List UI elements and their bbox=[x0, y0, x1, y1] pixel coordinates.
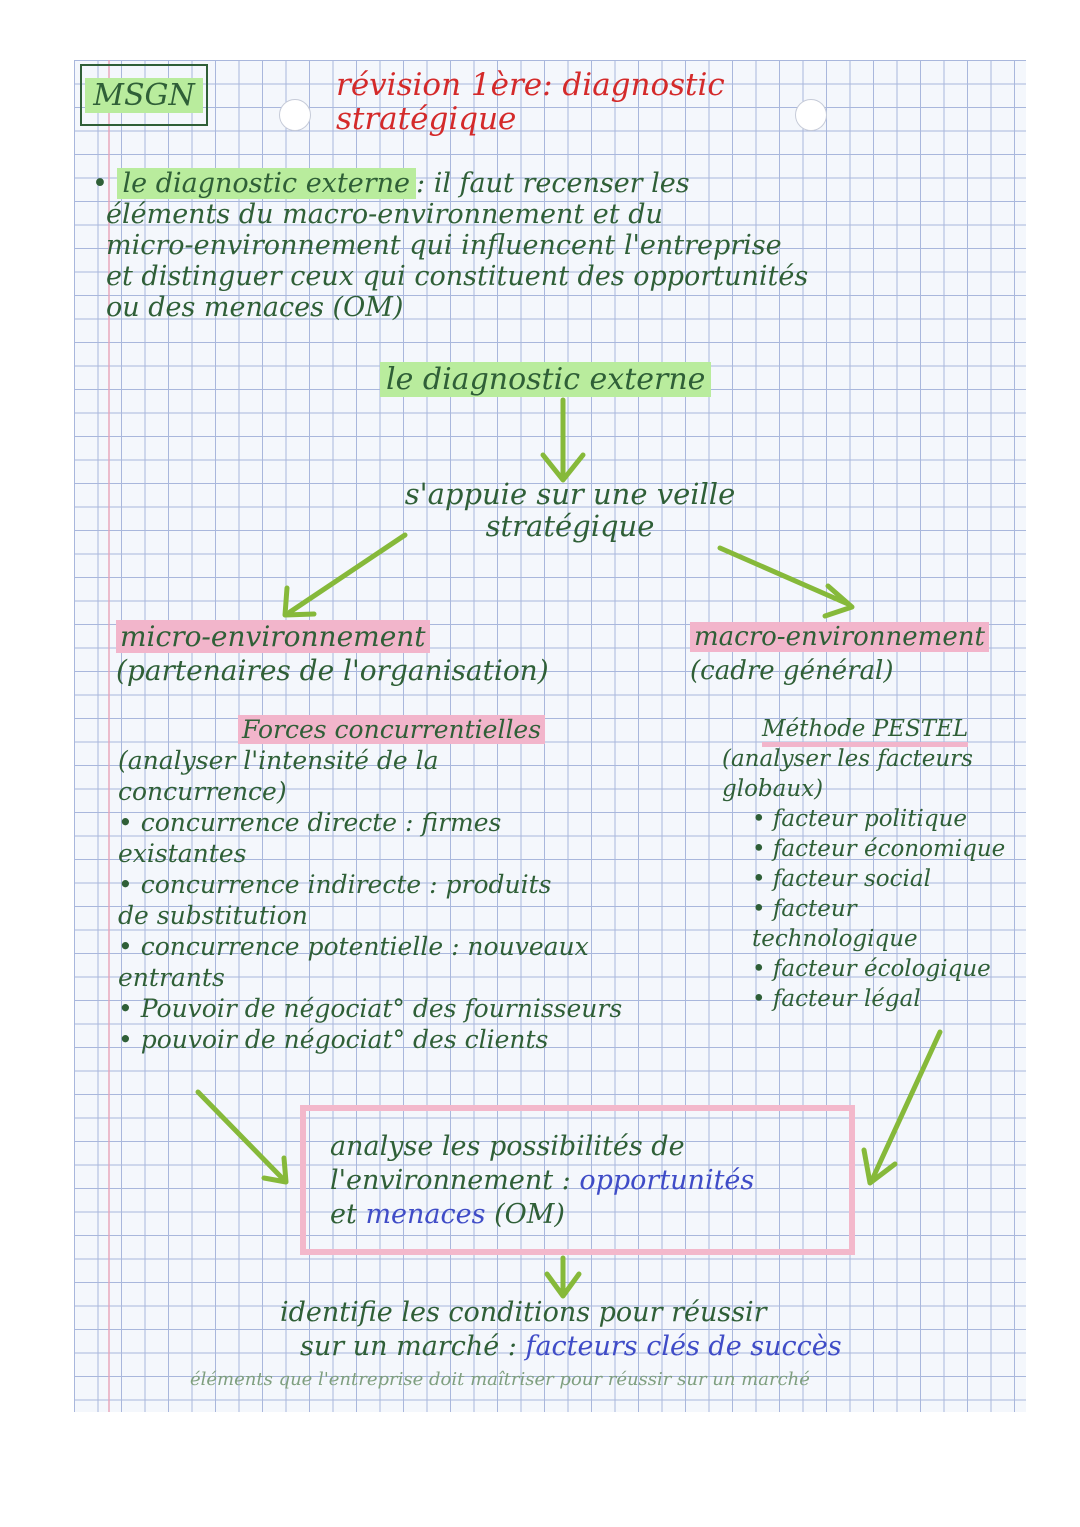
macro-title: macro-environnement bbox=[690, 622, 989, 652]
title-line-1: révision 1ère: diagnostic bbox=[336, 67, 725, 103]
micro-item-cont: entrants bbox=[118, 963, 225, 992]
micro-item-cont: existantes bbox=[118, 839, 247, 868]
menaces-label: menaces bbox=[365, 1199, 486, 1230]
intro-term: le diagnostic externe bbox=[116, 168, 417, 199]
micro-subtitle: (partenaires de l'organisation) bbox=[116, 654, 549, 687]
subject-box: MSGN bbox=[80, 64, 208, 126]
macro-content: Méthode PESTEL (analyser les facteurs gl… bbox=[722, 714, 1022, 1014]
subject-label: MSGN bbox=[85, 77, 203, 113]
micro-item: • concurrence indirecte : produits bbox=[118, 870, 552, 899]
title-line-2: stratégique bbox=[336, 101, 517, 137]
macro-method: Méthode PESTEL bbox=[762, 716, 969, 747]
micro-method-desc-1: (analyser l'intensité de la bbox=[118, 746, 439, 775]
outcome-box bbox=[300, 1105, 855, 1255]
micro-method: Forces concurrentielles bbox=[238, 715, 546, 744]
micro-title: micro-environnement bbox=[116, 620, 430, 653]
arrow-veille-to-macro bbox=[717, 545, 855, 619]
veille-line-2: stratégique bbox=[485, 509, 655, 543]
micro-header: micro-environnement (partenaires de l'or… bbox=[116, 620, 549, 688]
micro-item: • concurrence potentielle : nouveaux bbox=[118, 932, 589, 961]
macro-item: • facteur social bbox=[752, 866, 931, 892]
macro-method-desc-1: (analyser les facteurs bbox=[722, 746, 973, 772]
macro-method-desc-2: globaux) bbox=[722, 776, 824, 802]
intro-paragraph: • le diagnostic externe: il faut recense… bbox=[92, 168, 1022, 323]
intro-line-4: et distinguer ceux qui constituent des o… bbox=[106, 261, 809, 292]
conclusion-note: éléments que l'entreprise doit maîtriser… bbox=[190, 1369, 810, 1390]
conclusion-line-2: sur un marché : facteurs clés de succès bbox=[300, 1331, 842, 1362]
arrow-root-to-veille bbox=[540, 397, 586, 483]
outcome-line-3: et menaces (OM) bbox=[330, 1199, 565, 1230]
intro-line-3: micro-environnement qui influencent l'en… bbox=[106, 230, 782, 261]
veille-line-1: s'appuie sur une veille bbox=[404, 477, 736, 511]
arrow-macro-to-box bbox=[861, 1029, 943, 1186]
macro-item: • facteur politique bbox=[752, 806, 967, 832]
fcs-label: facteurs clés de succès bbox=[525, 1331, 842, 1362]
intro-line-5: ou des menaces (OM) bbox=[106, 292, 404, 323]
binder-hole-right bbox=[795, 99, 827, 131]
outcome-line-1: analyse les possibilités de bbox=[330, 1131, 685, 1162]
opportunites-label: opportunités bbox=[579, 1165, 755, 1196]
micro-method-desc-2: concurrence) bbox=[118, 777, 287, 806]
outcome-text: analyse les possibilités de l'environnem… bbox=[330, 1130, 850, 1232]
intro-line-2: éléments du macro-environnement et du bbox=[106, 199, 663, 230]
micro-content: Forces concurrentielles (analyser l'inte… bbox=[118, 714, 708, 1055]
conclusion: identifie les conditions pour réussir su… bbox=[280, 1296, 980, 1364]
macro-item: • facteur économique bbox=[752, 836, 1006, 862]
micro-item: • Pouvoir de négociat° des fournisseurs bbox=[118, 994, 623, 1023]
micro-item: • concurrence directe : firmes bbox=[118, 808, 502, 837]
macro-item: • facteur écologique bbox=[752, 956, 991, 982]
notebook-page bbox=[74, 60, 1026, 1412]
veille-node: s'appuie sur une veille stratégique bbox=[400, 478, 740, 542]
macro-item: • facteur légal bbox=[752, 986, 921, 1012]
arrow-veille-to-micro bbox=[282, 532, 408, 618]
outcome-line-2: l'environnement : opportunités bbox=[330, 1165, 755, 1196]
micro-item-cont: de substitution bbox=[118, 901, 308, 930]
margin-line bbox=[108, 60, 110, 1412]
macro-header: macro-environnement (cadre général) bbox=[690, 620, 989, 688]
macro-item: • facteur technologique bbox=[752, 896, 918, 952]
conclusion-line-1: identifie les conditions pour réussir bbox=[280, 1297, 767, 1328]
page-title: révision 1ère: diagnostic stratégique bbox=[336, 68, 725, 136]
intro-line-1: • le diagnostic externe: il faut recense… bbox=[92, 168, 690, 199]
micro-item: • pouvoir de négociat° des clients bbox=[118, 1025, 549, 1054]
root-node: le diagnostic externe bbox=[380, 362, 712, 397]
arrow-box-to-conclusion bbox=[544, 1255, 582, 1299]
binder-hole-left bbox=[279, 99, 311, 131]
root-node-label: le diagnostic externe bbox=[380, 362, 712, 397]
arrow-micro-to-box bbox=[195, 1089, 289, 1185]
intro-line-1-rest: : il faut recenser les bbox=[416, 168, 690, 199]
macro-subtitle: (cadre général) bbox=[690, 656, 894, 686]
